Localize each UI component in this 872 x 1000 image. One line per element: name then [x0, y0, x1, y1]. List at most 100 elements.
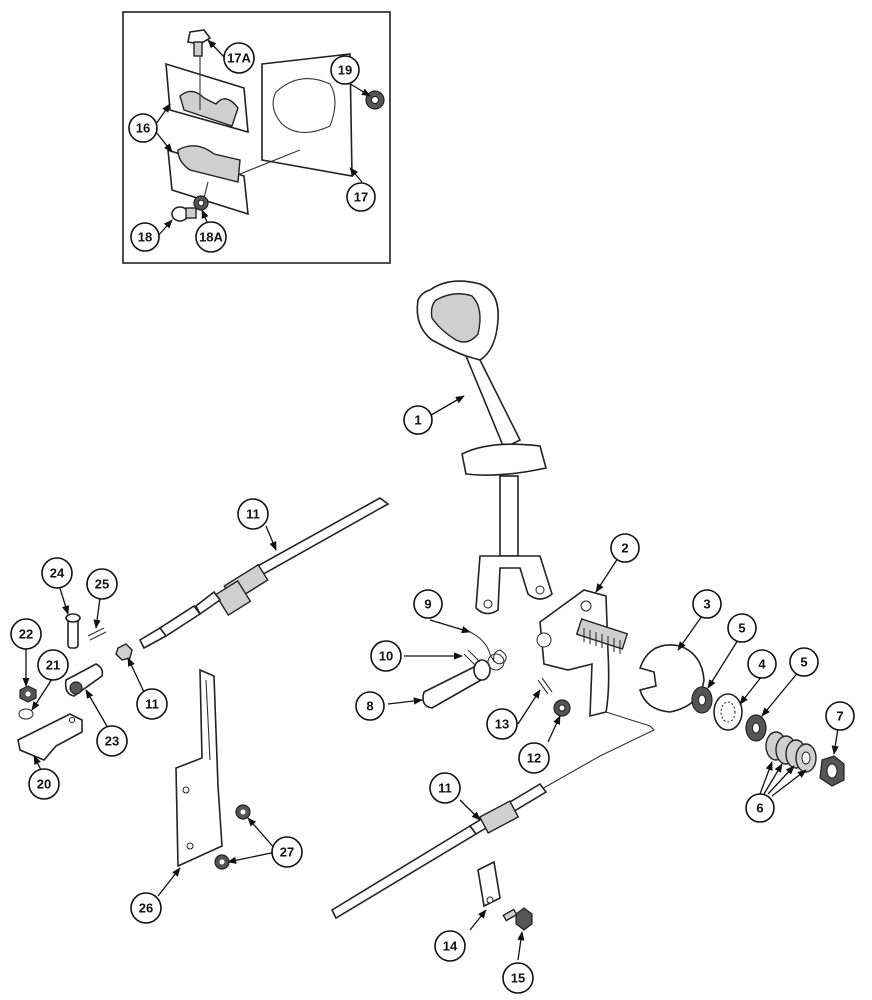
callout-5b: 5: [789, 647, 819, 677]
svg-text:5: 5: [800, 655, 807, 670]
leader-lines: [22, 39, 839, 961]
thrust-bearing: [713, 693, 743, 731]
nut-11-small: [115, 643, 133, 661]
svg-text:6: 6: [756, 801, 763, 816]
callout-2: 2: [610, 533, 640, 563]
svg-text:11: 11: [246, 507, 260, 522]
callout-24: 24: [41, 557, 73, 589]
svg-text:12: 12: [527, 751, 541, 766]
washer-5a: [691, 686, 713, 714]
svg-text:22: 22: [19, 627, 33, 642]
callout-27: 27: [271, 836, 303, 868]
callout-7: 7: [825, 701, 855, 731]
svg-text:15: 15: [511, 971, 525, 986]
bolt-17a: [187, 29, 212, 57]
callout-26: 26: [130, 892, 162, 924]
svg-text:9: 9: [424, 597, 431, 612]
control-cable-upper: [138, 497, 390, 650]
callout-19: 19: [330, 55, 360, 85]
clamp-plate-upper: [165, 56, 249, 134]
svg-text:11: 11: [145, 697, 159, 712]
mounting-plate: [175, 668, 223, 868]
svg-text:20: 20: [37, 777, 51, 792]
nut-22: [19, 685, 37, 703]
washer-5b: [745, 714, 767, 742]
svg-text:16: 16: [136, 121, 150, 136]
cable-clamp: [477, 860, 501, 908]
callout-12: 12: [518, 742, 550, 774]
svg-text:13: 13: [495, 717, 509, 732]
spring-clip: [469, 631, 507, 671]
inset-frame: [122, 11, 391, 264]
callout-3: 3: [692, 589, 722, 619]
svg-text:4: 4: [758, 657, 766, 672]
callout-1: 1: [403, 405, 433, 435]
callout-4: 4: [747, 649, 777, 679]
callout-5a: 5: [727, 613, 757, 643]
svg-text:19: 19: [338, 63, 352, 78]
inset-detail: [122, 11, 391, 264]
callout-9: 9: [413, 589, 443, 619]
callout-17a: 17A: [223, 42, 255, 74]
svg-text:14: 14: [443, 939, 458, 954]
washer-27a: [235, 804, 251, 820]
svg-text:18A: 18A: [199, 230, 223, 245]
svg-text:5: 5: [738, 621, 745, 636]
bracket: [536, 589, 610, 718]
svg-text:7: 7: [836, 709, 843, 724]
threaded-stud: [575, 618, 629, 654]
washer-27b: [214, 854, 230, 870]
clevis-pin: [422, 659, 491, 709]
bolt-15: [502, 907, 533, 931]
belleville-springs: [765, 731, 817, 773]
callout-21: 21: [37, 649, 69, 681]
svg-text:3: 3: [703, 597, 710, 612]
svg-text:21: 21: [46, 658, 60, 673]
control-cable-lower: [330, 711, 655, 920]
cotter-pin-10: [463, 649, 481, 667]
callout-23: 23: [96, 725, 128, 757]
cam-plate: [638, 644, 705, 713]
screw-18: [171, 206, 197, 222]
callout-16: 16: [128, 113, 158, 143]
callout-8: 8: [355, 691, 385, 721]
cotter-pin-13: [537, 677, 553, 695]
nut-7: [819, 755, 845, 787]
svg-text:18: 18: [138, 230, 152, 245]
svg-text:11: 11: [438, 781, 452, 796]
svg-text:17A: 17A: [227, 51, 251, 66]
svg-text:17: 17: [354, 190, 368, 205]
callout-10: 10: [370, 640, 402, 672]
callout-20: 20: [28, 768, 60, 800]
cotter-pin-25: [87, 627, 107, 641]
callout-13: 13: [486, 708, 518, 740]
svg-text:8: 8: [366, 699, 373, 714]
svg-text:23: 23: [105, 734, 119, 749]
clevis-23: [64, 663, 104, 697]
svg-text:27: 27: [280, 845, 294, 860]
callout-18a: 18A: [195, 221, 227, 253]
bracket-20: [17, 713, 83, 761]
callout-11-nut: 11: [136, 688, 168, 720]
svg-text:25: 25: [95, 577, 109, 592]
callout-18: 18: [130, 222, 160, 252]
svg-text:26: 26: [139, 901, 153, 916]
svg-text:1: 1: [414, 413, 421, 428]
svg-text:10: 10: [379, 649, 393, 664]
shift-lever: [416, 280, 553, 615]
nut-19: [365, 90, 385, 110]
pin-24: [65, 613, 81, 649]
callout-22: 22: [10, 618, 42, 650]
svg-text:24: 24: [50, 566, 65, 581]
callout-15: 15: [502, 962, 534, 994]
svg-text:2: 2: [621, 541, 628, 556]
callout-11-upper: 11: [237, 498, 269, 530]
lock-washer-21: [18, 708, 34, 720]
washer-12: [553, 699, 571, 717]
callout-14: 14: [434, 930, 466, 962]
callout-11-lower: 11: [429, 772, 461, 804]
callout-17: 17: [346, 182, 376, 212]
callout-25: 25: [86, 568, 118, 600]
washer-18a: [193, 195, 209, 211]
